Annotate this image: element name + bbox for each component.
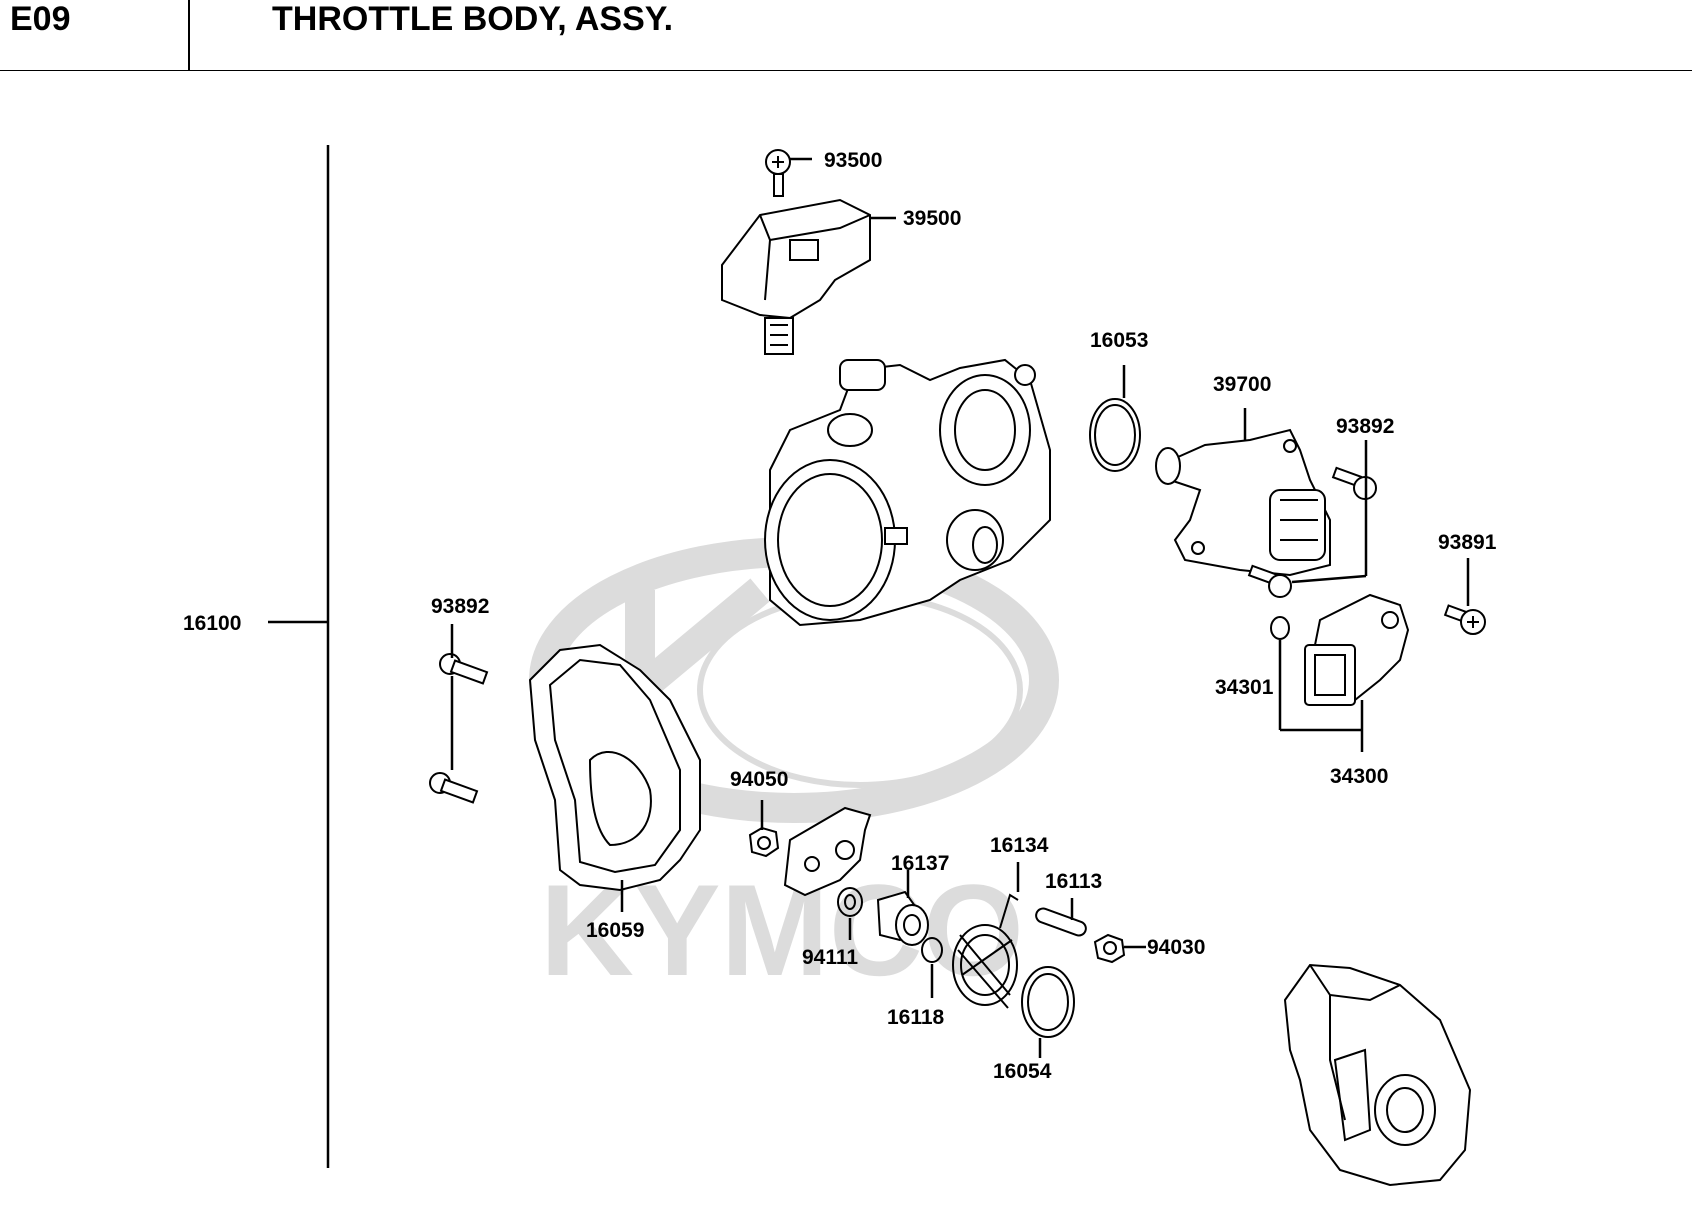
label-93500: 93500 — [824, 149, 882, 172]
label-39500: 39500 — [903, 207, 961, 230]
part-16118-ring — [921, 937, 943, 998]
label-16054: 16054 — [993, 1060, 1052, 1083]
part-throttle-body — [764, 358, 1051, 627]
part-16054-o-ring — [1021, 966, 1075, 1058]
page-title: THROTTLE BODY, ASSY. — [272, 0, 674, 38]
part-93892-screws-right — [1247, 440, 1377, 598]
part-39700-idle-valve — [1155, 408, 1331, 577]
label-16100: 16100 — [183, 612, 241, 635]
part-94050-nut — [748, 800, 780, 858]
header-divider — [188, 0, 190, 70]
part-throttle-lever — [783, 806, 872, 897]
label-16059: 16059 — [586, 919, 644, 942]
page-header: E09 THROTTLE BODY, ASSY. — [0, 0, 1692, 71]
part-94030-nut — [1093, 933, 1146, 964]
part-39500-sensor — [721, 198, 896, 355]
label-94030: 94030 — [1147, 936, 1205, 959]
label-16113: 16113 — [1045, 870, 1102, 893]
part-16137-bushing — [876, 870, 929, 946]
label-39700: 39700 — [1213, 373, 1271, 396]
part-93500-screw — [765, 149, 812, 197]
label-94111: 94111 — [802, 946, 858, 969]
label-93892-right: 93892 — [1336, 415, 1394, 438]
part-93891-screw — [1443, 558, 1486, 635]
part-93892-screws-left — [429, 624, 489, 804]
part-16059-cover — [528, 643, 701, 912]
part-16134-spring — [952, 862, 1020, 1009]
label-93891: 93891 — [1438, 531, 1497, 554]
part-16113-pin — [1035, 898, 1087, 937]
label-16053: 16053 — [1090, 329, 1148, 352]
label-93892-left: 93892 — [431, 595, 489, 618]
label-34301: 34301 — [1215, 676, 1274, 699]
label-16134: 16134 — [990, 834, 1049, 857]
part-34300-tps-sensor — [1270, 593, 1410, 752]
label-34300: 34300 — [1330, 765, 1388, 788]
part-throttle-housing — [1283, 963, 1472, 1187]
label-16118: 16118 — [887, 1006, 945, 1029]
part-16053-o-ring — [1089, 365, 1141, 472]
label-16137: 16137 — [891, 852, 949, 875]
part-94111-washer — [837, 887, 863, 940]
section-code: E09 — [10, 0, 71, 38]
label-94050: 94050 — [730, 768, 788, 791]
